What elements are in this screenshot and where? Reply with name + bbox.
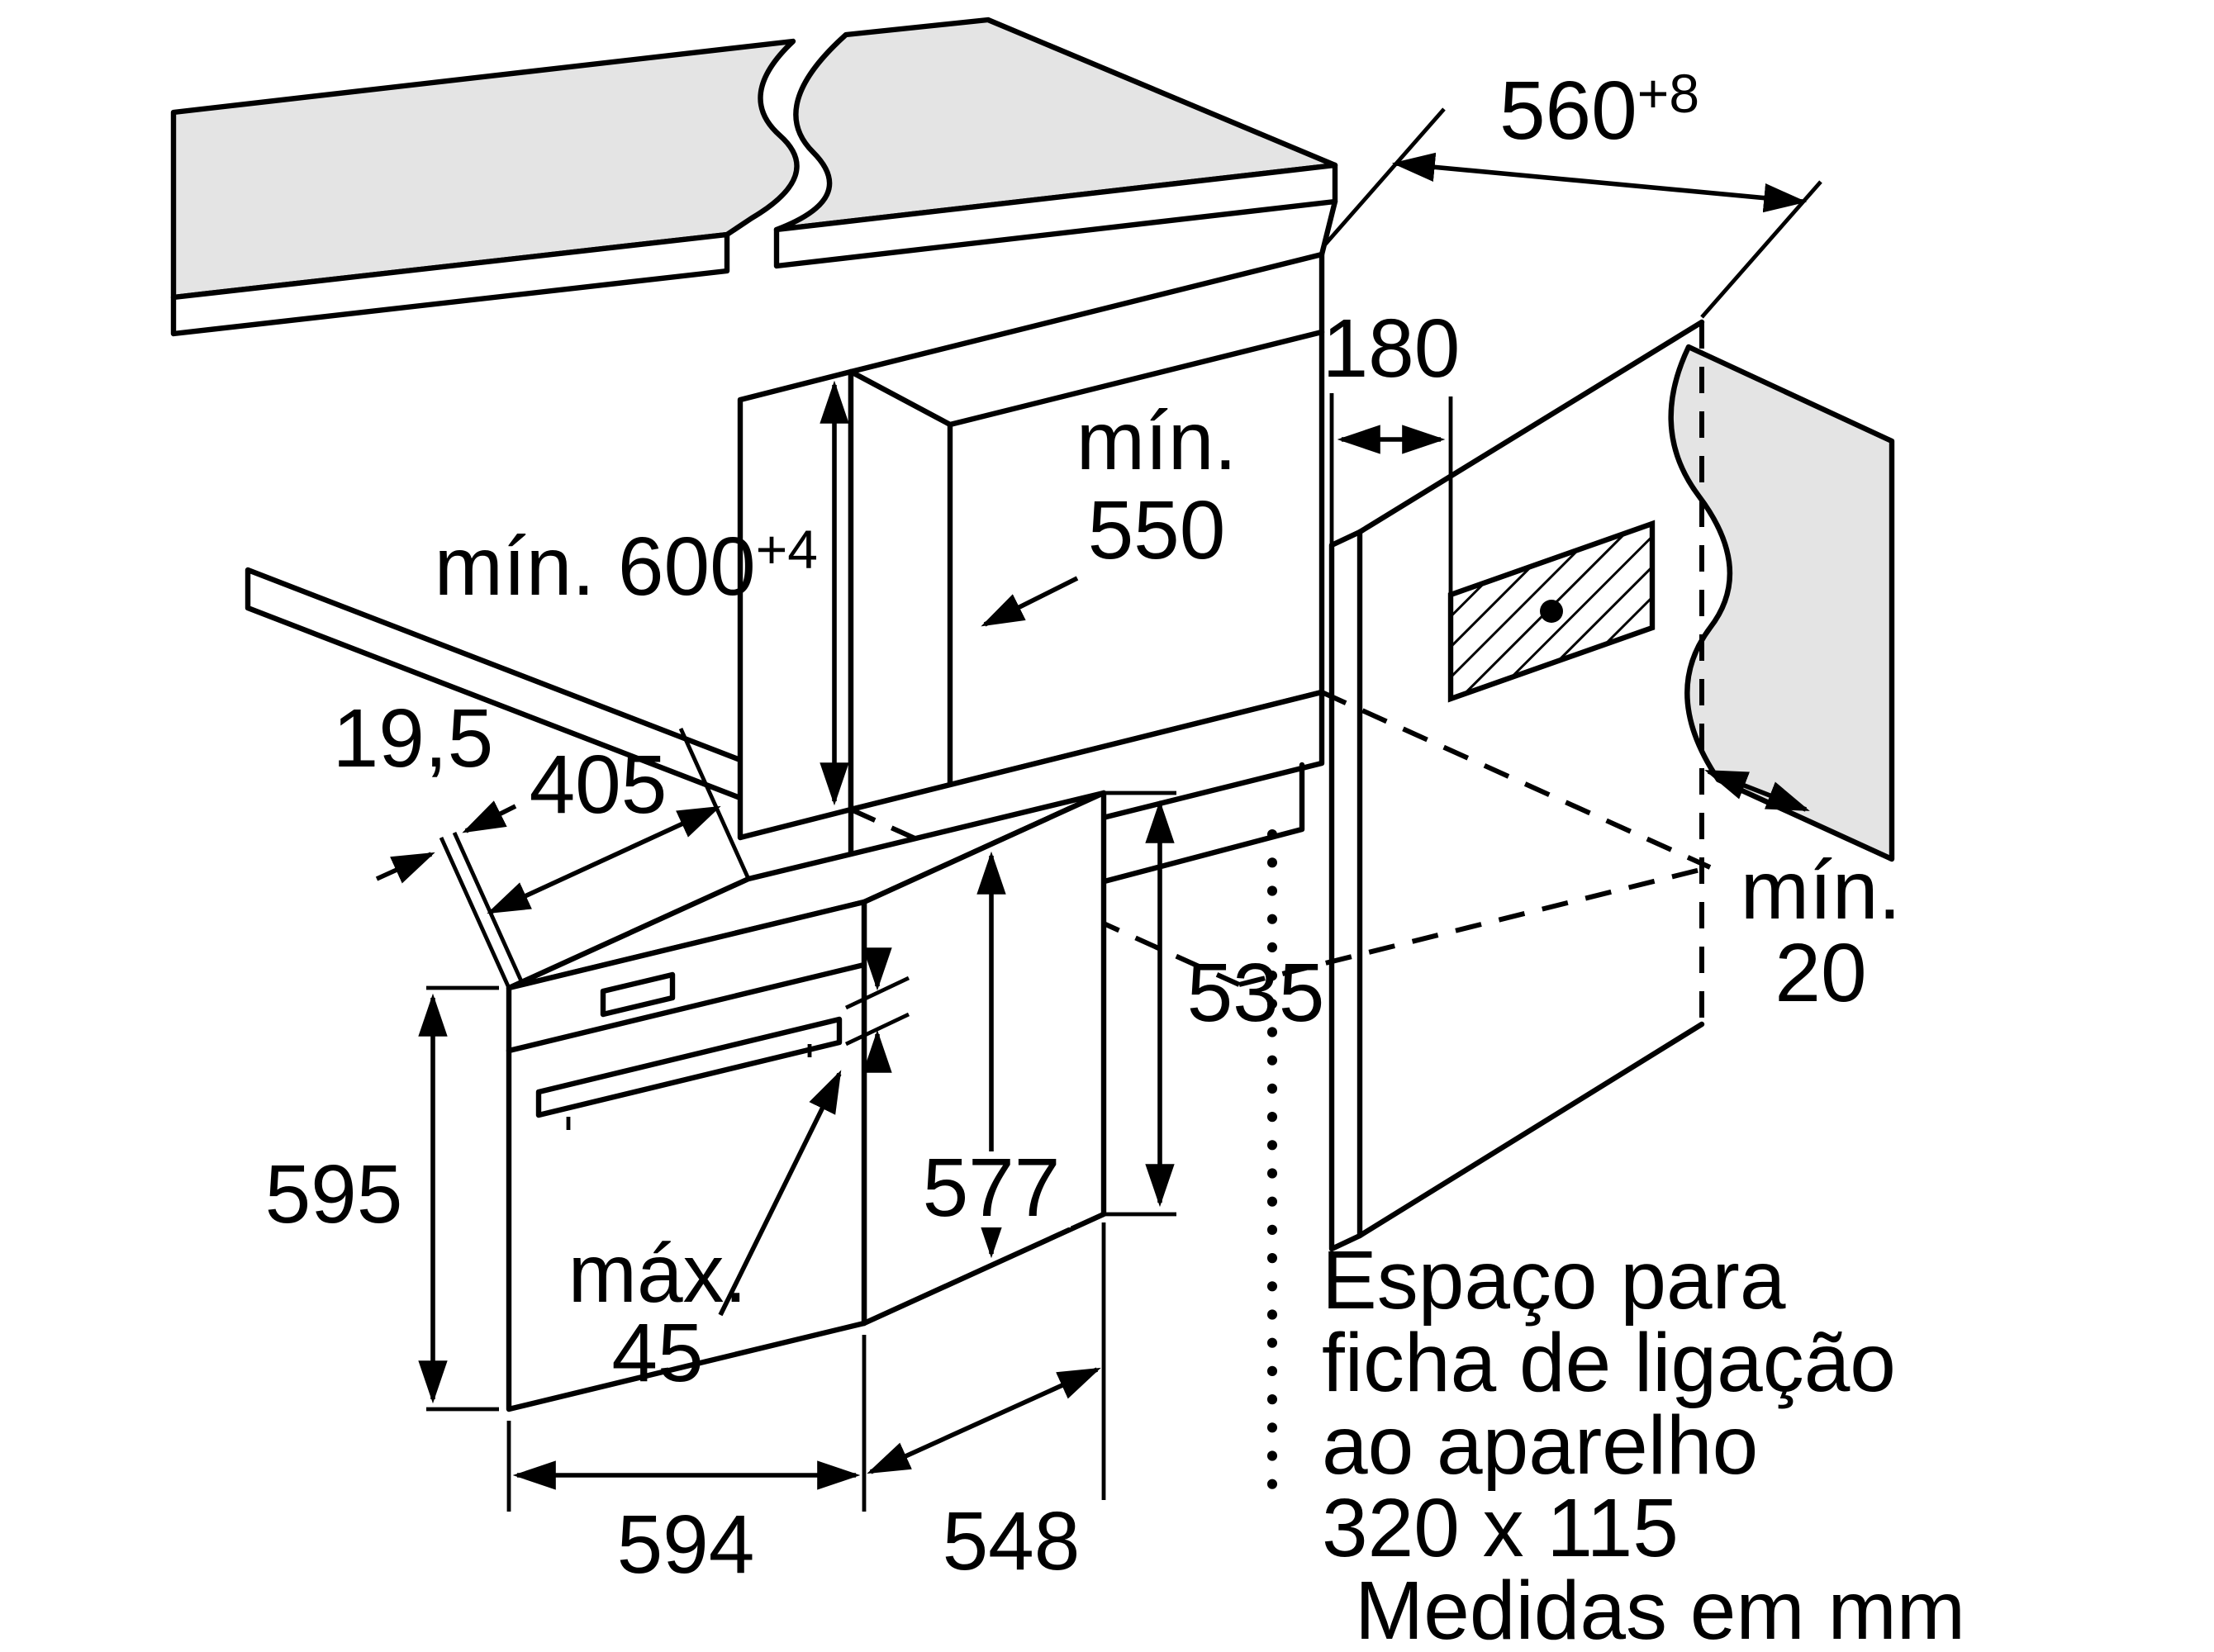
connection-dot [1540,600,1563,623]
worktop-surface-right [773,17,1338,233]
dim-niche-width: 560+8 [1323,63,1822,319]
front-frame-ticks [439,832,525,989]
oven-display [600,971,676,1018]
oven-handle-mounts [566,1044,812,1130]
niche-depth-word: mín. [1076,395,1237,487]
handle-value: 45 [611,1307,703,1399]
offset-label: 180 [1323,302,1461,395]
worktop-edge-left [170,231,730,337]
top-depth-label: 405 [530,738,668,831]
oven-handle [535,1016,843,1118]
panel-face-fill [1360,322,1702,1236]
oven-depth-arrow [867,1367,1101,1474]
handle-ticks [844,976,910,1047]
rear-height-label: 535 [1187,947,1325,1039]
dim-niche-depth: mín. 550 [981,395,1237,627]
side-gap-value: 20 [1775,927,1866,1019]
front-frame-label: 19,5 [333,692,494,785]
niche-interior-lines [848,329,1325,788]
oven-height-label: 595 [265,1148,403,1241]
oven-control-panel-line [506,961,867,1054]
top-depth-arrow [487,805,721,914]
top-depth-tick [678,728,751,880]
dim-rear-height: 535 [1104,790,1325,1217]
worktop-corner-line [1318,198,1338,258]
dim-handle: máx. 45 [568,947,910,1399]
dim-niche-height: mín. 600+4 [435,380,849,806]
offset-extension-lines [1329,393,1453,595]
inner-height-label: 577 [923,1142,1061,1234]
note-line-3: ao aparelho [1322,1399,1758,1492]
width-arrow [1391,152,1808,213]
front-frame-arrow-left [375,852,435,884]
oven-height-ticks [426,985,499,1412]
rear-height-ticks [1104,790,1176,1217]
niche-depth-leader [981,576,1079,627]
note-line-4: 320 x 115 [1322,1482,1679,1574]
dim-top-depth: 405 [487,728,751,914]
dim-inner-height: 577 [912,851,1071,1259]
note-block: Espaço para ficha de ligação ao aparelho… [1322,1234,1965,1652]
side-gap-arrow [1704,769,1810,812]
panel-face-outline [1356,319,1705,1239]
panel-thickness [1328,529,1363,1252]
adjacent-cabinet-surface [1668,344,1895,862]
note-line-1: Espaço para [1322,1234,1786,1327]
dim-oven-height: 595 [265,985,499,1412]
handle-leader [718,1070,842,1317]
dim-front-frame: 19,5 [333,692,525,989]
oven-width-ticks [506,1335,867,1512]
worktop [170,17,1338,337]
niche-height-label: mín. 600+4 [435,519,818,613]
front-frame-arrow-right [462,800,517,833]
cabinet-side-lines [245,567,744,801]
worktop-surface-left [170,38,800,301]
oven-width-label: 594 [617,1498,755,1591]
side-gap-word: mín. [1741,844,1901,937]
inner-height-label-bg [912,1151,1071,1227]
note-line-2: ficha de ligação [1322,1317,1896,1409]
right-side-panel [849,319,1895,1252]
dim-connection-offset: 180 [1323,302,1461,595]
dim-side-gap: mín. 20 [1704,769,1901,1019]
oven-depth-label: 548 [943,1495,1081,1588]
dim-oven-width: 594 [506,1335,867,1591]
dim-oven-depth: 548 [867,1222,1106,1588]
units-label: Medidas em mm [1355,1564,1965,1652]
width-label: 560+8 [1499,63,1699,157]
niche-depth-value: 550 [1088,484,1226,577]
handle-word: máx. [568,1227,748,1320]
